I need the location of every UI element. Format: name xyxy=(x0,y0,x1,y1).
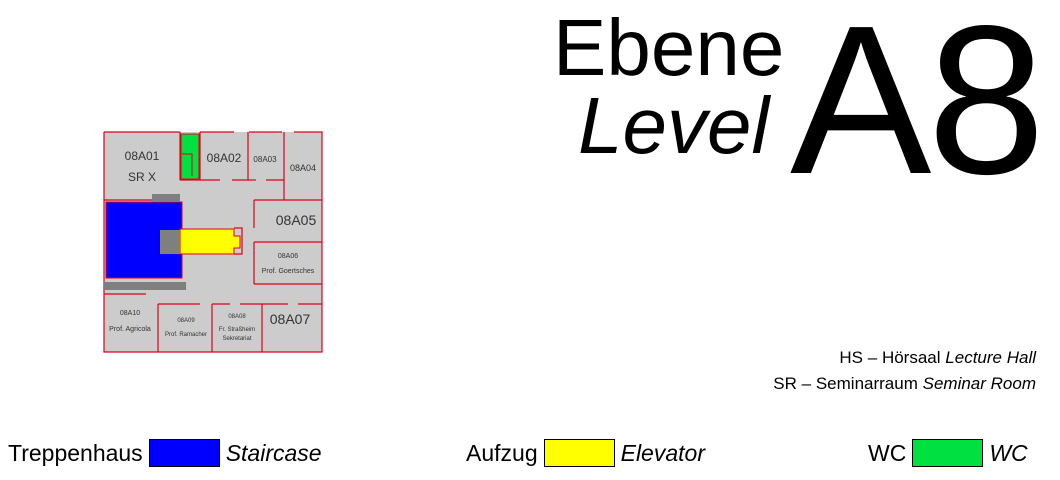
room-08A10-number: 08A10 xyxy=(120,310,140,317)
room-08A02-number: 08A02 xyxy=(207,151,242,165)
legend-wc: WC WC xyxy=(868,437,1028,469)
room-08A03-number: 08A03 xyxy=(253,155,277,164)
room-08A06-number: 08A06 xyxy=(278,253,298,260)
room-08A08-name: Fr. Straßheim xyxy=(219,327,255,333)
legend-wc-label-de: WC xyxy=(868,439,907,466)
legend-staircase: Treppenhaus Staircase xyxy=(8,437,322,469)
elevator-area xyxy=(179,228,241,255)
level-title: Ebene Level A8 xyxy=(0,0,1060,206)
legend-staircase-swatch xyxy=(148,439,220,467)
legend-elevator-label-de: Aufzug xyxy=(466,439,538,466)
legend-staircase-label-en: Staircase xyxy=(225,439,322,466)
room-08A01-number: 08A01 xyxy=(125,149,160,163)
room-08A04-number: 08A04 xyxy=(290,163,316,173)
legend-elevator-swatch xyxy=(543,439,615,467)
room-08A08-name2: Sekretariat xyxy=(222,336,251,342)
room-08A08-number: 08A08 xyxy=(228,314,246,320)
room-labels: 08A01 SR X 08A02 08A03 08A04 08A05 08A06… xyxy=(109,149,316,342)
room-08A09-number: 08A09 xyxy=(177,318,195,324)
room-08A07-number: 08A07 xyxy=(270,311,311,327)
structural-blocks xyxy=(104,194,186,290)
room-08A09-name: Prof. Ramacher xyxy=(165,332,207,338)
wc-area xyxy=(180,133,200,180)
legend-wc-label-en: WC xyxy=(989,439,1028,466)
room-08A05-number: 08A05 xyxy=(276,212,317,228)
level-code: A8 xyxy=(790,0,1045,218)
legend-elevator-label-en: Elevator xyxy=(620,439,705,466)
title-english: Level xyxy=(578,81,770,170)
floor-plan-map: 08A01 SR X 08A02 08A03 08A04 08A05 08A06… xyxy=(103,131,323,353)
room-08A10-name: Prof. Agricola xyxy=(109,326,151,333)
title-german: Ebene xyxy=(553,3,785,92)
abbreviation-hs: HS – Hörsaal Lecture Hall xyxy=(839,348,1036,367)
legend-elevator: Aufzug Elevator xyxy=(466,437,705,469)
wc-partition xyxy=(182,153,193,176)
legend-wc-swatch xyxy=(912,439,984,467)
legend-staircase-label-de: Treppenhaus xyxy=(8,439,143,466)
abbreviation-sr: SR – Seminarraum Seminar Room xyxy=(773,374,1036,393)
room-08A06-name: Prof. Goertsches xyxy=(262,268,315,275)
room-08A01-name: SR X xyxy=(128,170,156,184)
